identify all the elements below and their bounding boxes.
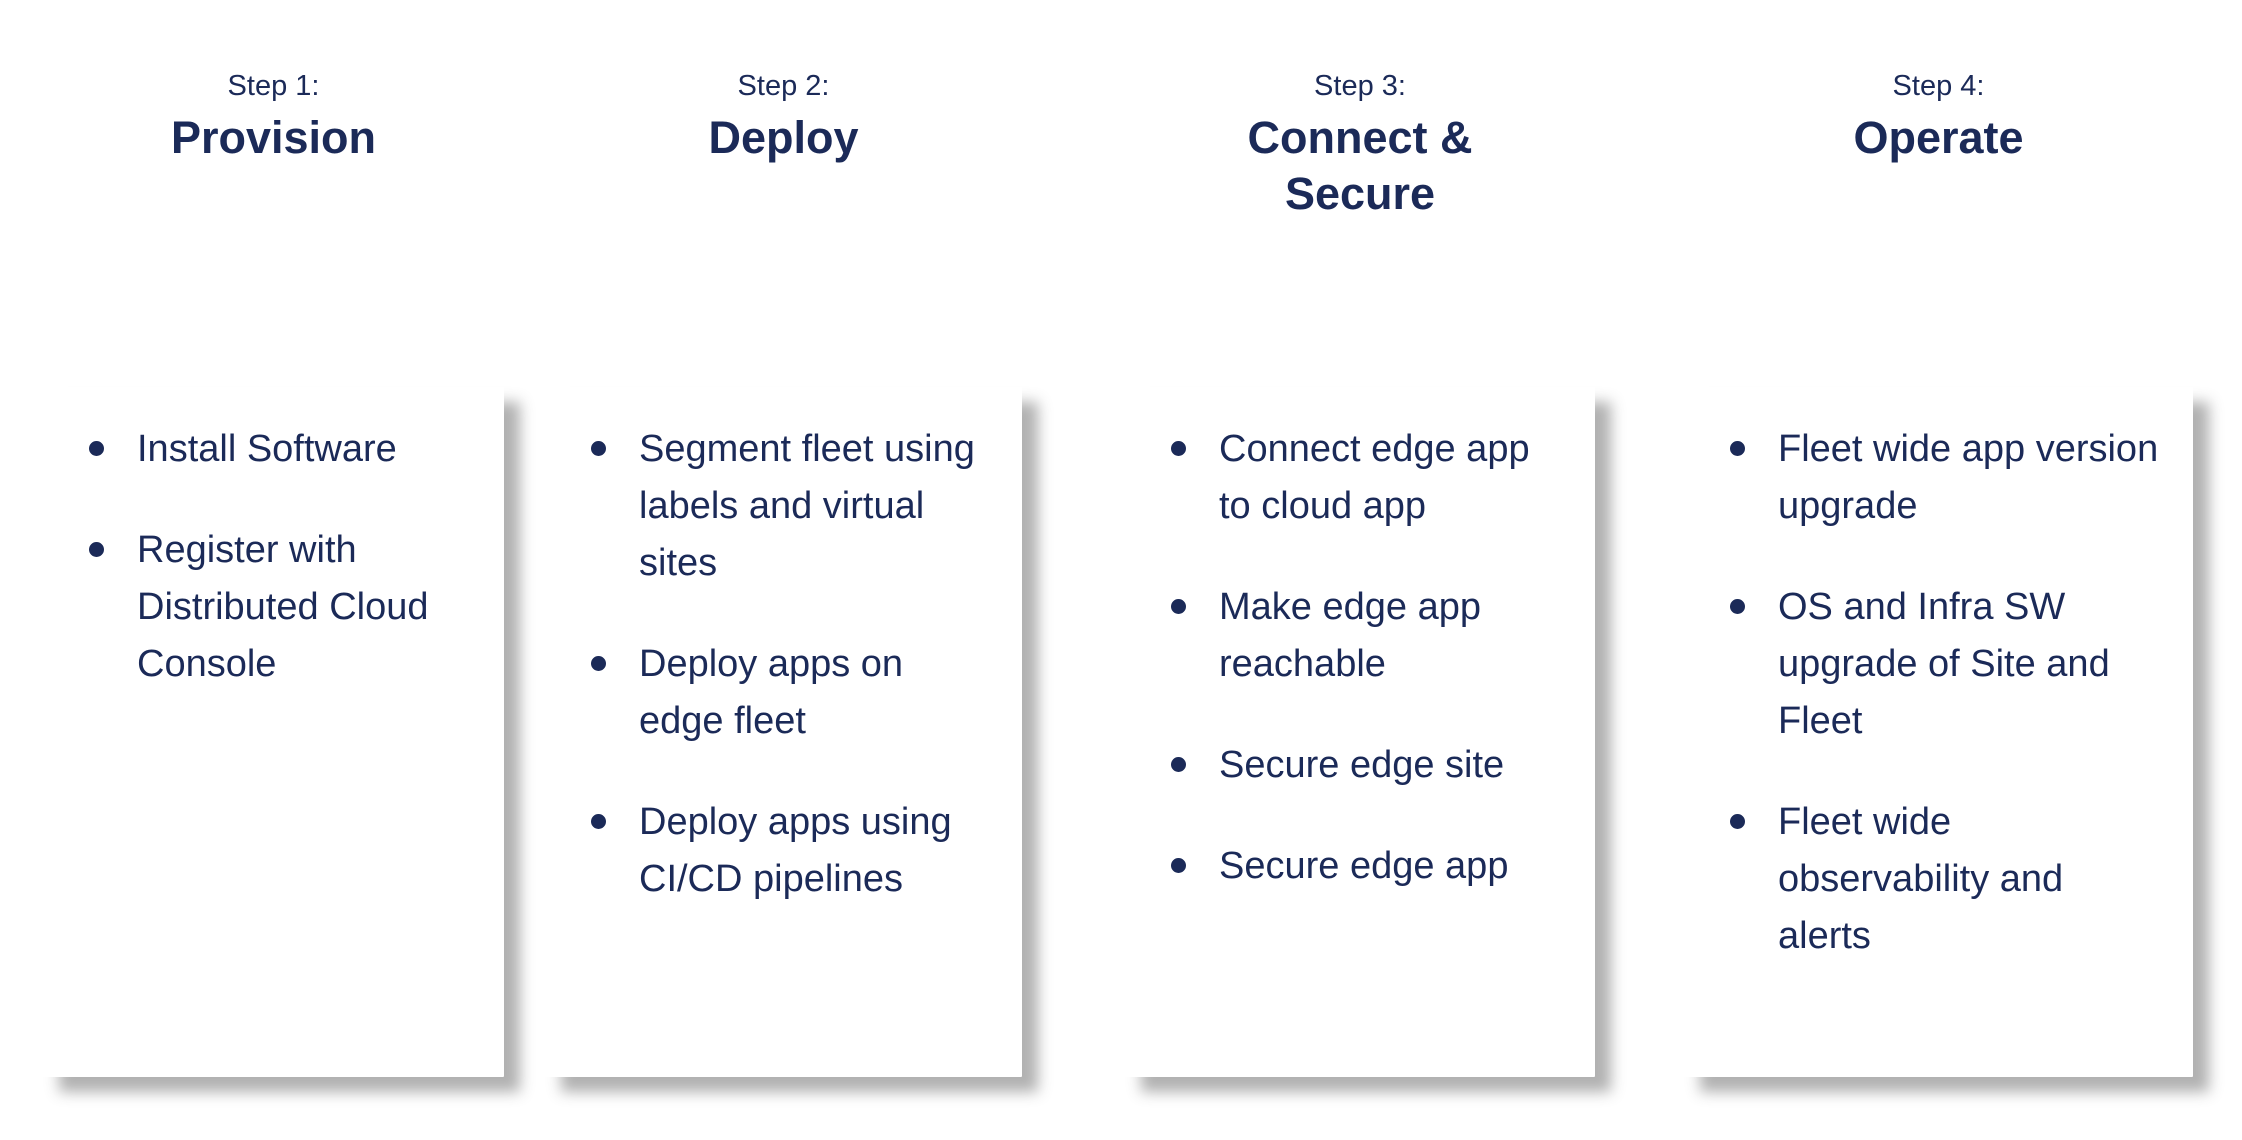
bullet-text: Deploy apps on edge fleet — [639, 643, 904, 742]
bullet-item: Segment fleet using labels and virtual s… — [589, 421, 992, 592]
bullet-text: Register with Distributed Cloud Console — [137, 529, 429, 685]
bullet-dot-icon — [1171, 441, 1186, 456]
bullet-item: Deploy apps on edge fleet — [589, 636, 992, 750]
step-title: Connect & Secure — [1247, 111, 1473, 219]
bullet-dot-icon — [89, 441, 104, 456]
bullet-text: Install Software — [137, 428, 397, 470]
bullet-item: Connect edge app to cloud app — [1169, 421, 1565, 535]
step-label: Step 2: — [737, 70, 830, 102]
bullet-item: Fleet wide app version upgrade — [1728, 421, 2163, 535]
bullet-item: Secure edge app — [1169, 838, 1565, 895]
bullet-dot-icon — [1730, 441, 1745, 456]
bullet-item: Register with Distributed Cloud Console — [87, 522, 474, 693]
bullet-item: Install Software — [87, 421, 474, 478]
bullet-dot-icon — [1171, 599, 1186, 614]
step-label: Step 3: — [1314, 70, 1406, 102]
bullet-text: Make edge app reachable — [1219, 586, 1481, 685]
bullet-text: Fleet wide observability and alerts — [1778, 801, 2064, 957]
step-header: Step 3: Connect & Secure — [1125, 58, 1595, 387]
bullet-dot-icon — [1730, 814, 1745, 829]
bullet-dot-icon — [591, 656, 606, 671]
bullet-item: Deploy apps using CI/CD pipelines — [589, 794, 992, 908]
step-title: Deploy — [708, 111, 859, 163]
step-column-connect-secure: Step 3: Connect & Secure Connect edge ap… — [1125, 58, 1595, 1077]
bullet-item: Secure edge site — [1169, 737, 1565, 794]
bullet-text: Secure edge app — [1219, 845, 1509, 887]
step-label: Step 1: — [227, 70, 320, 102]
bullet-item: Fleet wide observability and alerts — [1728, 794, 2163, 965]
step-column-operate: Step 4: Operate Fleet wide app version u… — [1684, 58, 2193, 1077]
step-column-provision: Step 1: Provision Install Software Regis… — [43, 58, 504, 1077]
step-header: Step 1: Provision — [43, 58, 504, 387]
bullet-list: Connect edge app to cloud app Make edge … — [1169, 421, 1565, 895]
bullet-text: Deploy apps using CI/CD pipelines — [639, 801, 952, 900]
bullet-item: Make edge app reachable — [1169, 579, 1565, 693]
step-label: Step 4: — [1892, 70, 1985, 102]
bullet-text: Connect edge app to cloud app — [1219, 428, 1530, 527]
step-card: Connect edge app to cloud app Make edge … — [1125, 387, 1595, 1077]
bullet-text: Secure edge site — [1219, 744, 1505, 786]
step-card: Fleet wide app version upgrade OS and In… — [1684, 387, 2193, 1077]
bullet-dot-icon — [1171, 858, 1186, 873]
step-header: Step 2: Deploy — [545, 58, 1022, 387]
bullet-list: Fleet wide app version upgrade OS and In… — [1728, 421, 2163, 965]
bullet-dot-icon — [1730, 599, 1745, 614]
bullet-dot-icon — [89, 542, 104, 557]
step-header: Step 4: Operate — [1684, 58, 2193, 387]
bullet-list: Segment fleet using labels and virtual s… — [589, 421, 992, 908]
step-column-deploy: Step 2: Deploy Segment fleet using label… — [545, 58, 1022, 1077]
bullet-dot-icon — [1171, 757, 1186, 772]
bullet-dot-icon — [591, 441, 606, 456]
bullet-text: OS and Infra SW upgrade of Site and Flee… — [1778, 586, 2110, 742]
step-title: Operate — [1853, 111, 2024, 163]
step-title: Provision — [170, 111, 377, 163]
bullet-text: Segment fleet using labels and virtual s… — [639, 428, 975, 584]
step-card: Segment fleet using labels and virtual s… — [545, 387, 1022, 1077]
bullet-text: Fleet wide app version upgrade — [1778, 428, 2159, 527]
bullet-dot-icon — [591, 814, 606, 829]
bullet-list: Install Software Register with Distribut… — [87, 421, 474, 693]
bullet-item: OS and Infra SW upgrade of Site and Flee… — [1728, 579, 2163, 750]
step-card: Install Software Register with Distribut… — [43, 387, 504, 1077]
